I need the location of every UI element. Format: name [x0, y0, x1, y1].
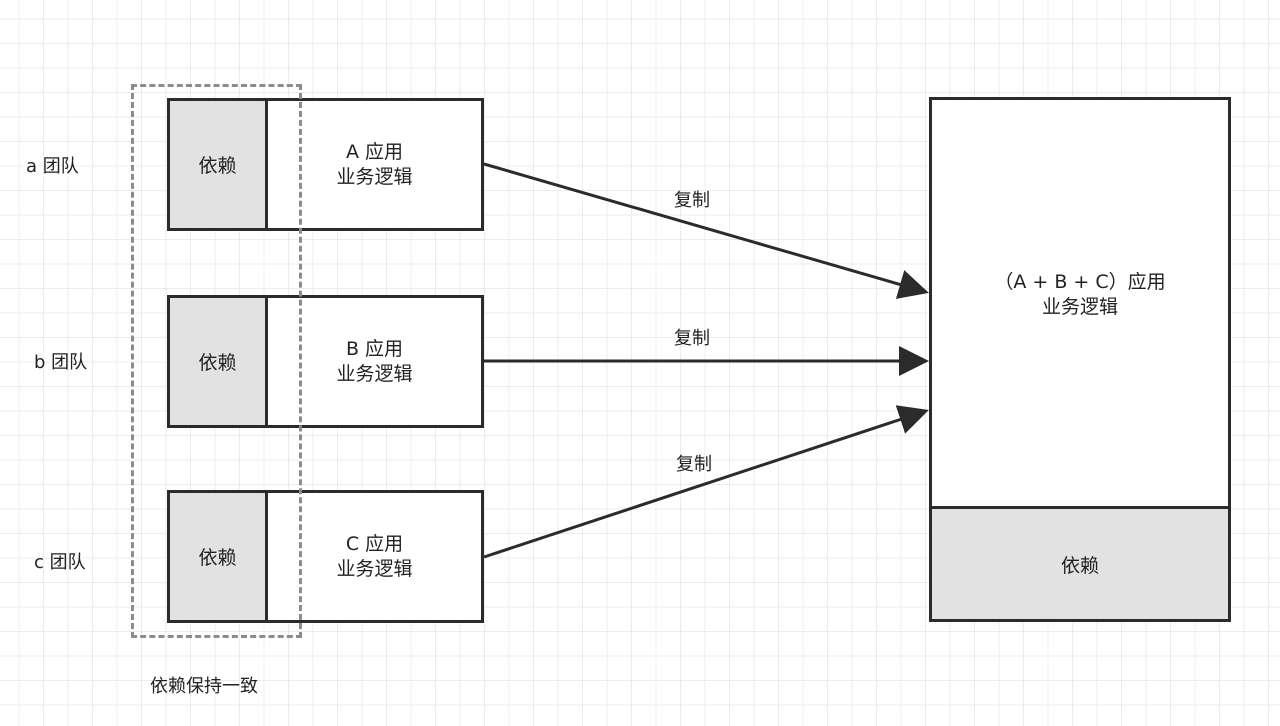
team-a-logic-line1: A 应用 — [345, 140, 404, 163]
copy-arrow-a — [483, 162, 929, 299]
merged-dependency-label: 依赖 — [1060, 554, 1099, 577]
team-c-logic: C 应用 业务逻辑 — [268, 493, 481, 620]
team-c-dependency-label: 依赖 — [198, 547, 237, 569]
dependency-consistency-group — [131, 84, 302, 638]
team-a-app-box[interactable]: 依赖 A 应用 业务逻辑 — [167, 98, 484, 231]
merged-app-box[interactable]: （A + B + C）应用 业务逻辑 依赖 — [929, 97, 1231, 622]
copy-label-a: 复制 — [674, 190, 710, 211]
team-a-logic-line2: 业务逻辑 — [336, 165, 413, 188]
team-a-dependency: 依赖 — [170, 101, 268, 228]
team-b-label: b 团队 — [34, 352, 88, 373]
team-a-label: a 团队 — [26, 156, 79, 177]
merged-logic-line2: 业务逻辑 — [1041, 296, 1118, 318]
team-a-dependency-label: 依赖 — [198, 155, 237, 177]
team-c-dependency: 依赖 — [170, 493, 268, 620]
team-c-logic-line1: C 应用 — [345, 532, 404, 555]
dependency-consistency-caption: 依赖保持一致 — [150, 676, 258, 697]
copy-label-b: 复制 — [674, 328, 710, 349]
team-c-label: c 团队 — [34, 552, 86, 573]
team-b-logic-line1: B 应用 — [345, 337, 404, 360]
merged-dependency: 依赖 — [932, 506, 1228, 619]
copy-label-c: 复制 — [676, 454, 712, 475]
team-c-app-box[interactable]: 依赖 C 应用 业务逻辑 — [167, 490, 484, 623]
team-b-dependency: 依赖 — [170, 298, 268, 425]
team-b-dependency-label: 依赖 — [198, 352, 237, 374]
team-c-logic-line2: 业务逻辑 — [336, 557, 413, 580]
merged-logic: （A + B + C）应用 业务逻辑 — [932, 270, 1228, 340]
copy-arrow-c — [483, 405, 929, 559]
merged-logic-line1: （A + B + C）应用 — [994, 271, 1166, 293]
team-a-logic: A 应用 业务逻辑 — [268, 101, 481, 228]
team-b-logic-line2: 业务逻辑 — [336, 362, 413, 385]
team-b-logic: B 应用 业务逻辑 — [268, 298, 481, 425]
team-b-app-box[interactable]: 依赖 B 应用 业务逻辑 — [167, 295, 484, 428]
